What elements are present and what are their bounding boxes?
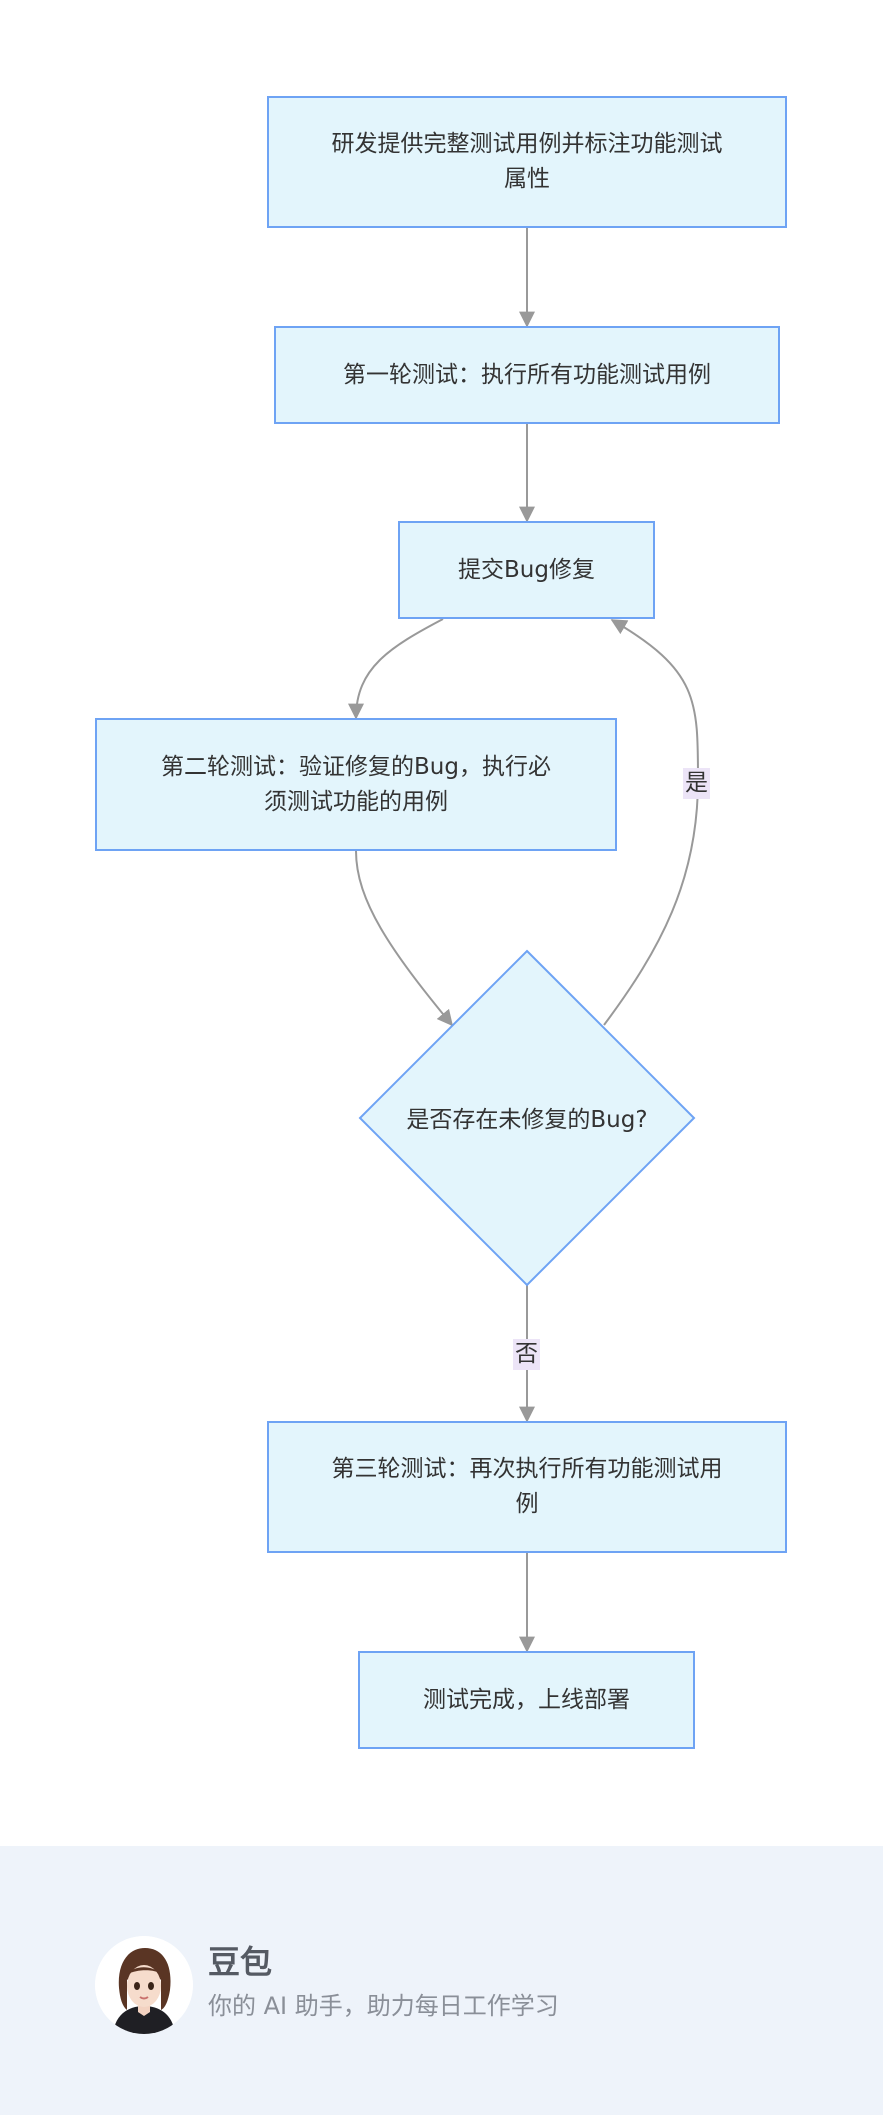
doubao-avatar-icon (95, 1936, 193, 2034)
edge-decision-n3-yes (603, 619, 700, 1026)
flowchart: 研发提供完整测试用例并标注功能测试属性 第一轮测试：执行所有功能测试用例 提交B… (95, 96, 787, 1749)
brand-name: 豆包 (208, 1943, 273, 1981)
edge-label-no: 否 (513, 1339, 540, 1370)
node-third-round-test: 第三轮测试：再次执行所有功能测试用例 (267, 1421, 787, 1553)
node-test-complete-deploy: 测试完成，上线部署 (358, 1651, 695, 1749)
flowchart-edges (348, 228, 700, 1653)
edge-n3-n4 (348, 618, 444, 720)
decision-unfixed-bugs: 是否存在未修复的Bug? (406, 1107, 648, 1133)
edge-label-yes: 是 (683, 768, 710, 799)
node-first-round-test: 第一轮测试：执行所有功能测试用例 (274, 326, 780, 424)
node-submit-bug-fix: 提交Bug修复 (398, 521, 655, 619)
node-second-round-test: 第二轮测试：验证修复的Bug，执行必须测试功能的用例 (95, 718, 617, 851)
decision-diamond (358, 949, 696, 1287)
node-dev-provides-test-cases: 研发提供完整测试用例并标注功能测试属性 (267, 96, 787, 228)
brand-tagline: 你的 AI 助手，助力每日工作学习 (208, 1992, 559, 2020)
edge-n4-decision (355, 850, 454, 1027)
